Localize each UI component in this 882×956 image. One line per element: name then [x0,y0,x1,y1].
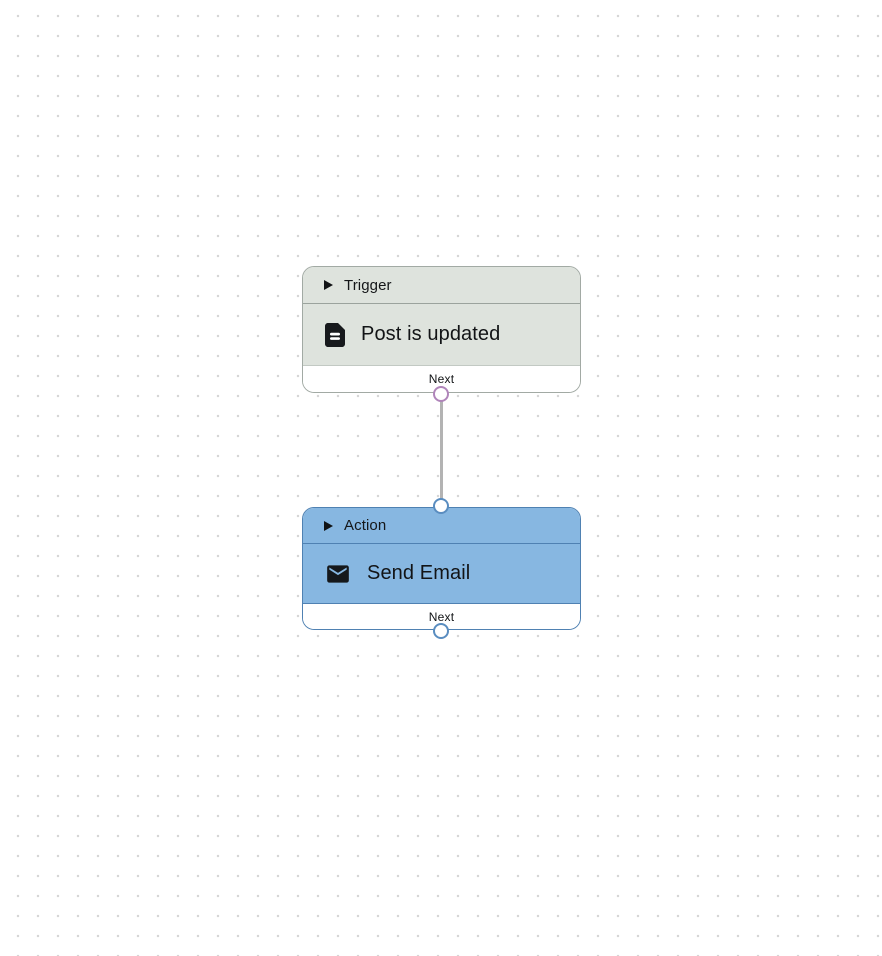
action-node[interactable]: Action Send Email Next [302,507,581,630]
action-node-header[interactable]: Action [303,508,580,544]
trigger-node-body: Post is updated [303,304,580,366]
trigger-output-port[interactable] [433,386,449,402]
action-input-port[interactable] [433,498,449,514]
node-type-label: Trigger [344,276,392,294]
action-node-body: Send Email [303,544,580,604]
play-triangle-icon[interactable] [324,520,333,531]
play-triangle-icon[interactable] [324,280,333,290]
trigger-node[interactable]: Trigger Post is updated Next [302,266,581,393]
next-port-label: Next [428,609,455,624]
trigger-node-header[interactable]: Trigger [303,267,580,304]
node-title: Post is updated [361,323,501,345]
connection-edge[interactable] [439,394,443,506]
node-title: Send Email [367,562,471,584]
email-icon [325,561,351,587]
action-output-port[interactable] [433,623,449,639]
node-type-label: Action [344,517,387,534]
document-icon [325,322,345,347]
next-port-label: Next [428,372,455,386]
